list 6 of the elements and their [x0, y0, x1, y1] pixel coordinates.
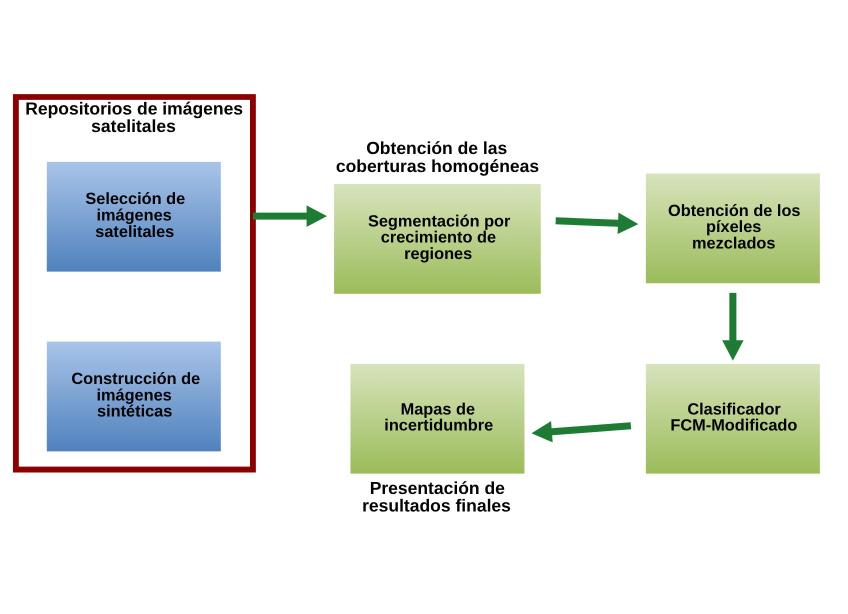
node-label: Obtención de las coberturas homogéneas	[336, 138, 540, 176]
arrow	[252, 204, 327, 226]
arrow	[532, 420, 632, 442]
node-label: Presentación de resultados finales	[362, 478, 511, 516]
arrow	[722, 292, 744, 360]
arrow	[556, 212, 638, 234]
